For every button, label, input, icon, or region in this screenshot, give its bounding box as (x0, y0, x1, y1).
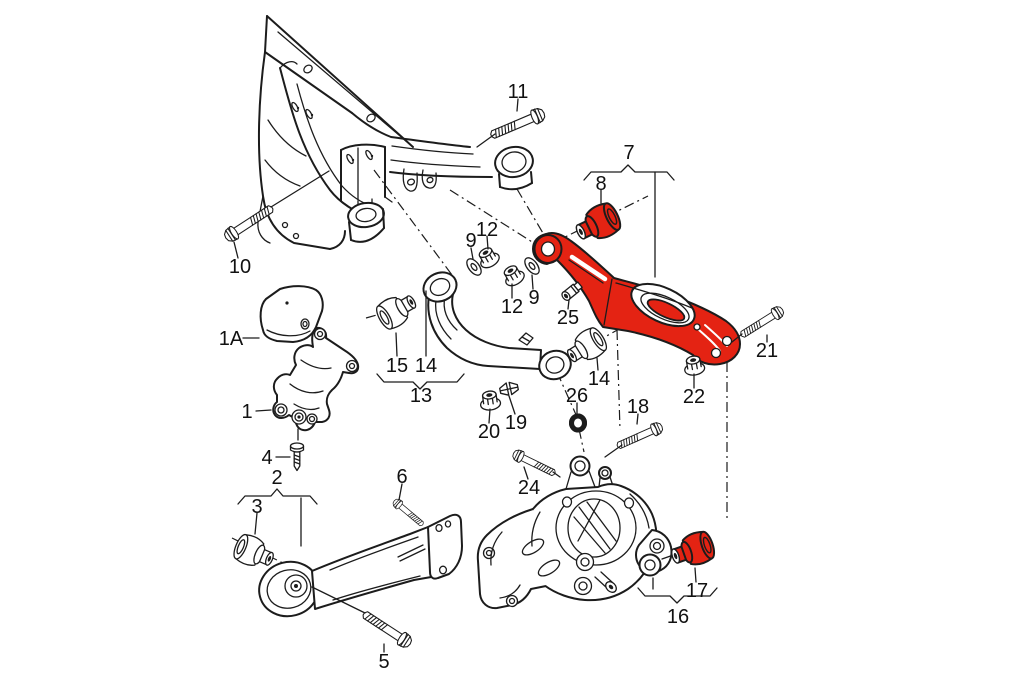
part-label-25-27: 25 (557, 307, 579, 329)
part-label-9-10: 9 (528, 287, 539, 309)
slot-screw-icon (346, 149, 374, 165)
bolt-21 (737, 303, 787, 342)
part-label-7-7: 7 (623, 142, 634, 164)
part-label-11-12: 11 (508, 81, 529, 103)
part-label-4-4: 4 (261, 447, 272, 469)
bushing-8-highlighted (569, 198, 626, 249)
cover-1a (259, 285, 324, 343)
leader-lines (233, 98, 768, 653)
part-label-1a-0: 1A (219, 328, 244, 350)
bushing-3 (229, 530, 279, 574)
part-number-labels: 1A12345678991011121213141415161718192021… (219, 81, 778, 673)
bushing-15 (372, 287, 422, 334)
part-label-15-18: 15 (386, 355, 408, 377)
seal-ring-26 (569, 413, 587, 433)
part-label-13-15: 13 (410, 385, 432, 407)
nut-20 (478, 389, 502, 412)
bushing-17-highlighted (666, 527, 719, 573)
part-label-8-8: 8 (595, 173, 606, 195)
brace-group-13 (376, 373, 465, 390)
bolt-10 (221, 201, 277, 245)
trailing-arm-2 (258, 513, 463, 618)
part-label-22-25: 22 (683, 386, 705, 408)
part-label-21-24: 21 (756, 340, 778, 362)
brace-group-16 (637, 587, 718, 604)
slot-screw-icon (291, 101, 314, 120)
part-label-16-19: 16 (667, 606, 689, 628)
control-arm-7-highlighted (532, 231, 741, 366)
bolt-24 (510, 447, 558, 480)
part-label-17-20: 17 (686, 580, 708, 602)
clip-19 (499, 381, 519, 396)
part-label-20-23: 20 (478, 421, 500, 443)
nut-12-lower (499, 261, 528, 290)
brace-group-2 (237, 488, 318, 505)
part-label-3-3: 3 (251, 496, 262, 518)
part-label-10-11: 10 (229, 256, 251, 278)
track-rod (422, 271, 572, 381)
part-label-19-22: 19 (505, 412, 527, 434)
fasteners (221, 105, 787, 651)
part-label-9-9: 9 (465, 230, 476, 252)
subframe-drawing (257, 15, 534, 250)
part-label-18-21: 18 (627, 396, 649, 418)
bolt-5 (359, 607, 415, 651)
part-label-1-1: 1 (241, 401, 252, 423)
bolt-18 (614, 420, 665, 453)
part-label-24-26: 24 (518, 477, 540, 499)
bolt-6 (390, 496, 427, 529)
part-label-5-5: 5 (378, 651, 389, 673)
pin-25 (561, 281, 583, 301)
part-label-14-16: 14 (415, 355, 437, 377)
part-label-14-17: 14 (588, 368, 610, 390)
brace-group-7 (583, 164, 675, 181)
screw-4 (289, 442, 305, 472)
part-label-2-2: 2 (271, 467, 282, 489)
part-label-12-13: 12 (476, 219, 498, 241)
bolt-11 (487, 105, 548, 143)
wheel-bearing-housing (476, 455, 680, 610)
part-label-12-14: 12 (501, 296, 523, 318)
bracket-1 (272, 326, 360, 432)
part-label-26-28: 26 (566, 385, 588, 407)
part-label-6-6: 6 (396, 466, 407, 488)
